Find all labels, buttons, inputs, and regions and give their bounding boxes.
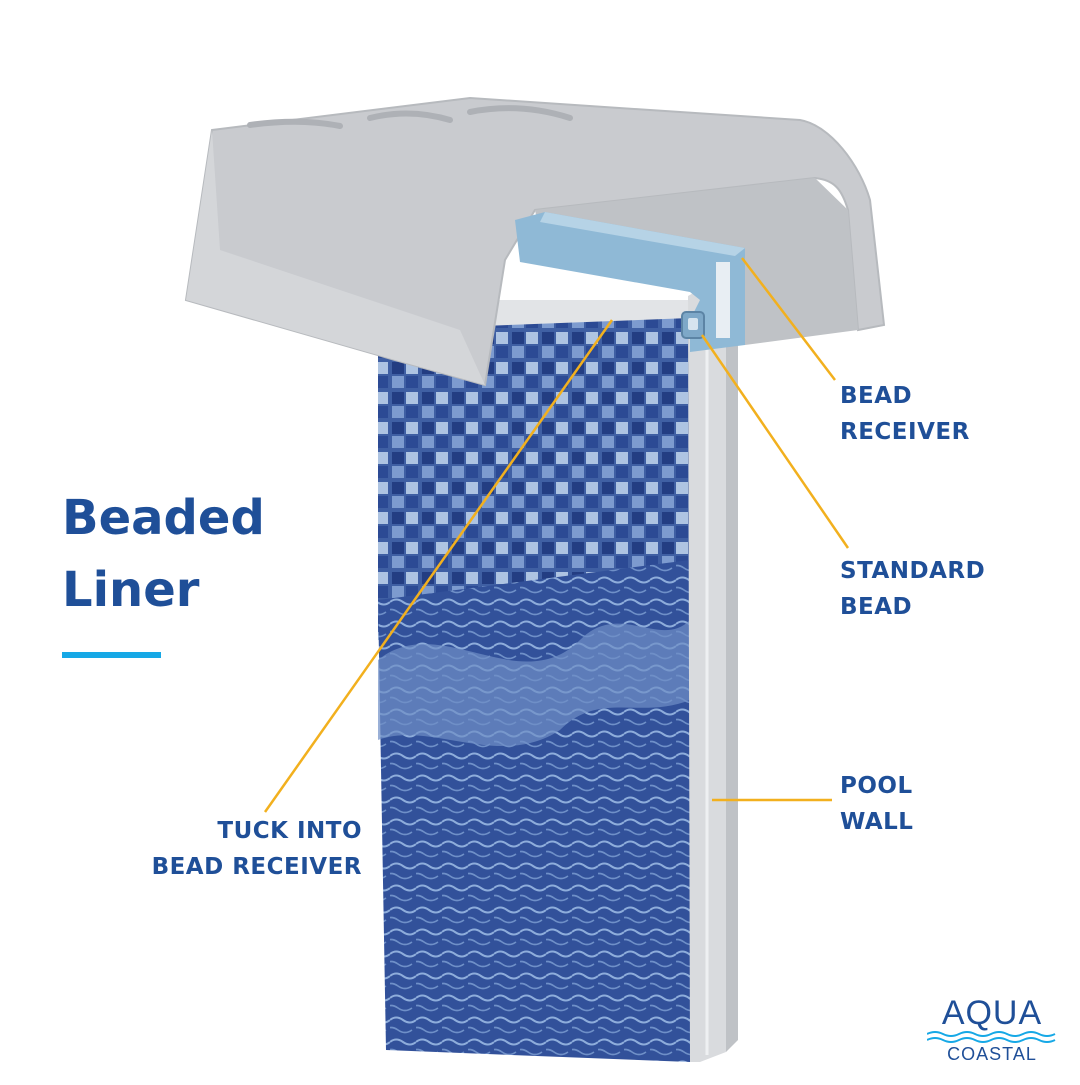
title-line-2: Liner xyxy=(62,562,200,618)
callout-pool-wall: POOL WALL xyxy=(840,768,913,840)
aqua-coastal-logo: AQUA COASTAL xyxy=(926,996,1058,1064)
bead-receiver-part xyxy=(515,212,745,352)
logo-wave-icon xyxy=(927,1031,1056,1043)
callout-standard-bead: STANDARD BEAD xyxy=(840,553,985,625)
callout-standard-bead-line-2: BEAD xyxy=(840,594,913,620)
callout-tuck-line-2: BEAD RECEIVER xyxy=(151,854,362,880)
title-accent-rule xyxy=(62,652,161,658)
callout-pool-wall-line-2: WALL xyxy=(840,809,914,835)
callout-bead-receiver-line-1: BEAD xyxy=(840,383,913,409)
callout-pool-wall-line-1: POOL xyxy=(840,773,913,799)
logo-sub-text: COASTAL xyxy=(947,1044,1037,1064)
coping-ridges xyxy=(247,105,573,129)
callout-bead-receiver: BEAD RECEIVER xyxy=(840,378,970,450)
callout-bead-receiver-line-2: RECEIVER xyxy=(840,419,970,445)
callout-tuck-line-1: TUCK INTO xyxy=(217,818,362,844)
callout-tuck-into-bead-receiver: TUCK INTO BEAD RECEIVER xyxy=(150,813,362,885)
page-title: Beaded Liner xyxy=(62,482,265,626)
title-line-1: Beaded xyxy=(62,490,265,546)
vinyl-liner xyxy=(378,300,690,1062)
standard-bead-part xyxy=(681,311,705,339)
pool-wall-panel xyxy=(688,268,738,1062)
callout-standard-bead-line-1: STANDARD xyxy=(840,558,986,584)
logo-brand-text: AQUA xyxy=(941,994,1043,1032)
